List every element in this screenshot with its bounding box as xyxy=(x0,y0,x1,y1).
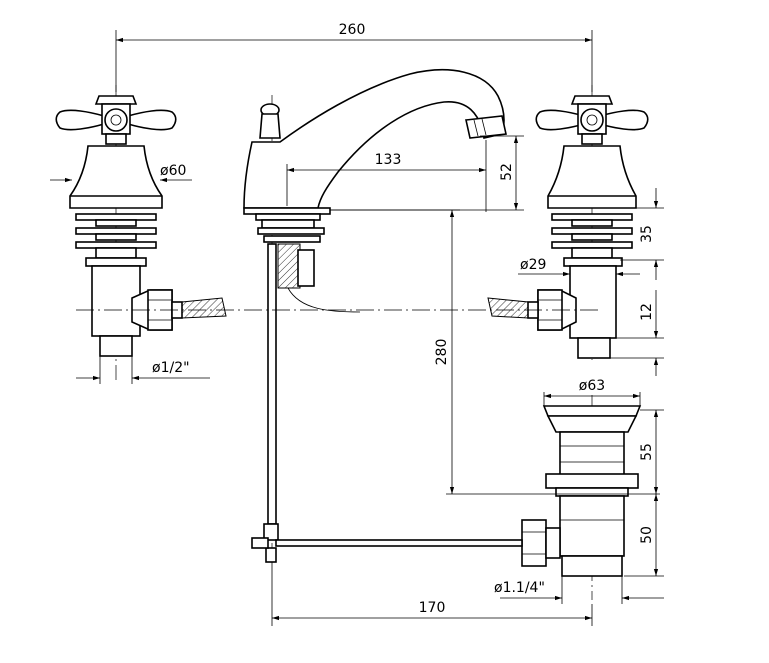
dim-body-height: 35 xyxy=(639,225,655,243)
dim-waste-lower-height: 50 xyxy=(639,526,655,544)
dim-rod-length: 170 xyxy=(419,600,446,616)
dim-connection-diameter: ø1/2" xyxy=(152,360,190,376)
dim-waste-top-diameter: ø63 xyxy=(579,378,605,394)
dim-shank-diameter: ø29 xyxy=(520,257,546,273)
dim-inlet-offset: 12 xyxy=(639,303,655,321)
spout-body xyxy=(243,68,507,563)
left-valve xyxy=(55,85,227,380)
dim-spout-reach: 133 xyxy=(375,152,402,168)
dim-handle-diameter: ø60 xyxy=(160,163,186,179)
dim-spout-height: 52 xyxy=(499,163,515,181)
dim-waste-upper-height: 55 xyxy=(639,443,655,461)
dimension-lines xyxy=(50,30,664,626)
right-valve xyxy=(487,85,649,360)
dim-vertical-distance: 280 xyxy=(434,339,450,366)
dim-waste-thread: ø1.1/4" xyxy=(494,580,545,596)
dim-overall-width: 260 xyxy=(339,22,366,38)
waste-assembly xyxy=(251,395,642,600)
